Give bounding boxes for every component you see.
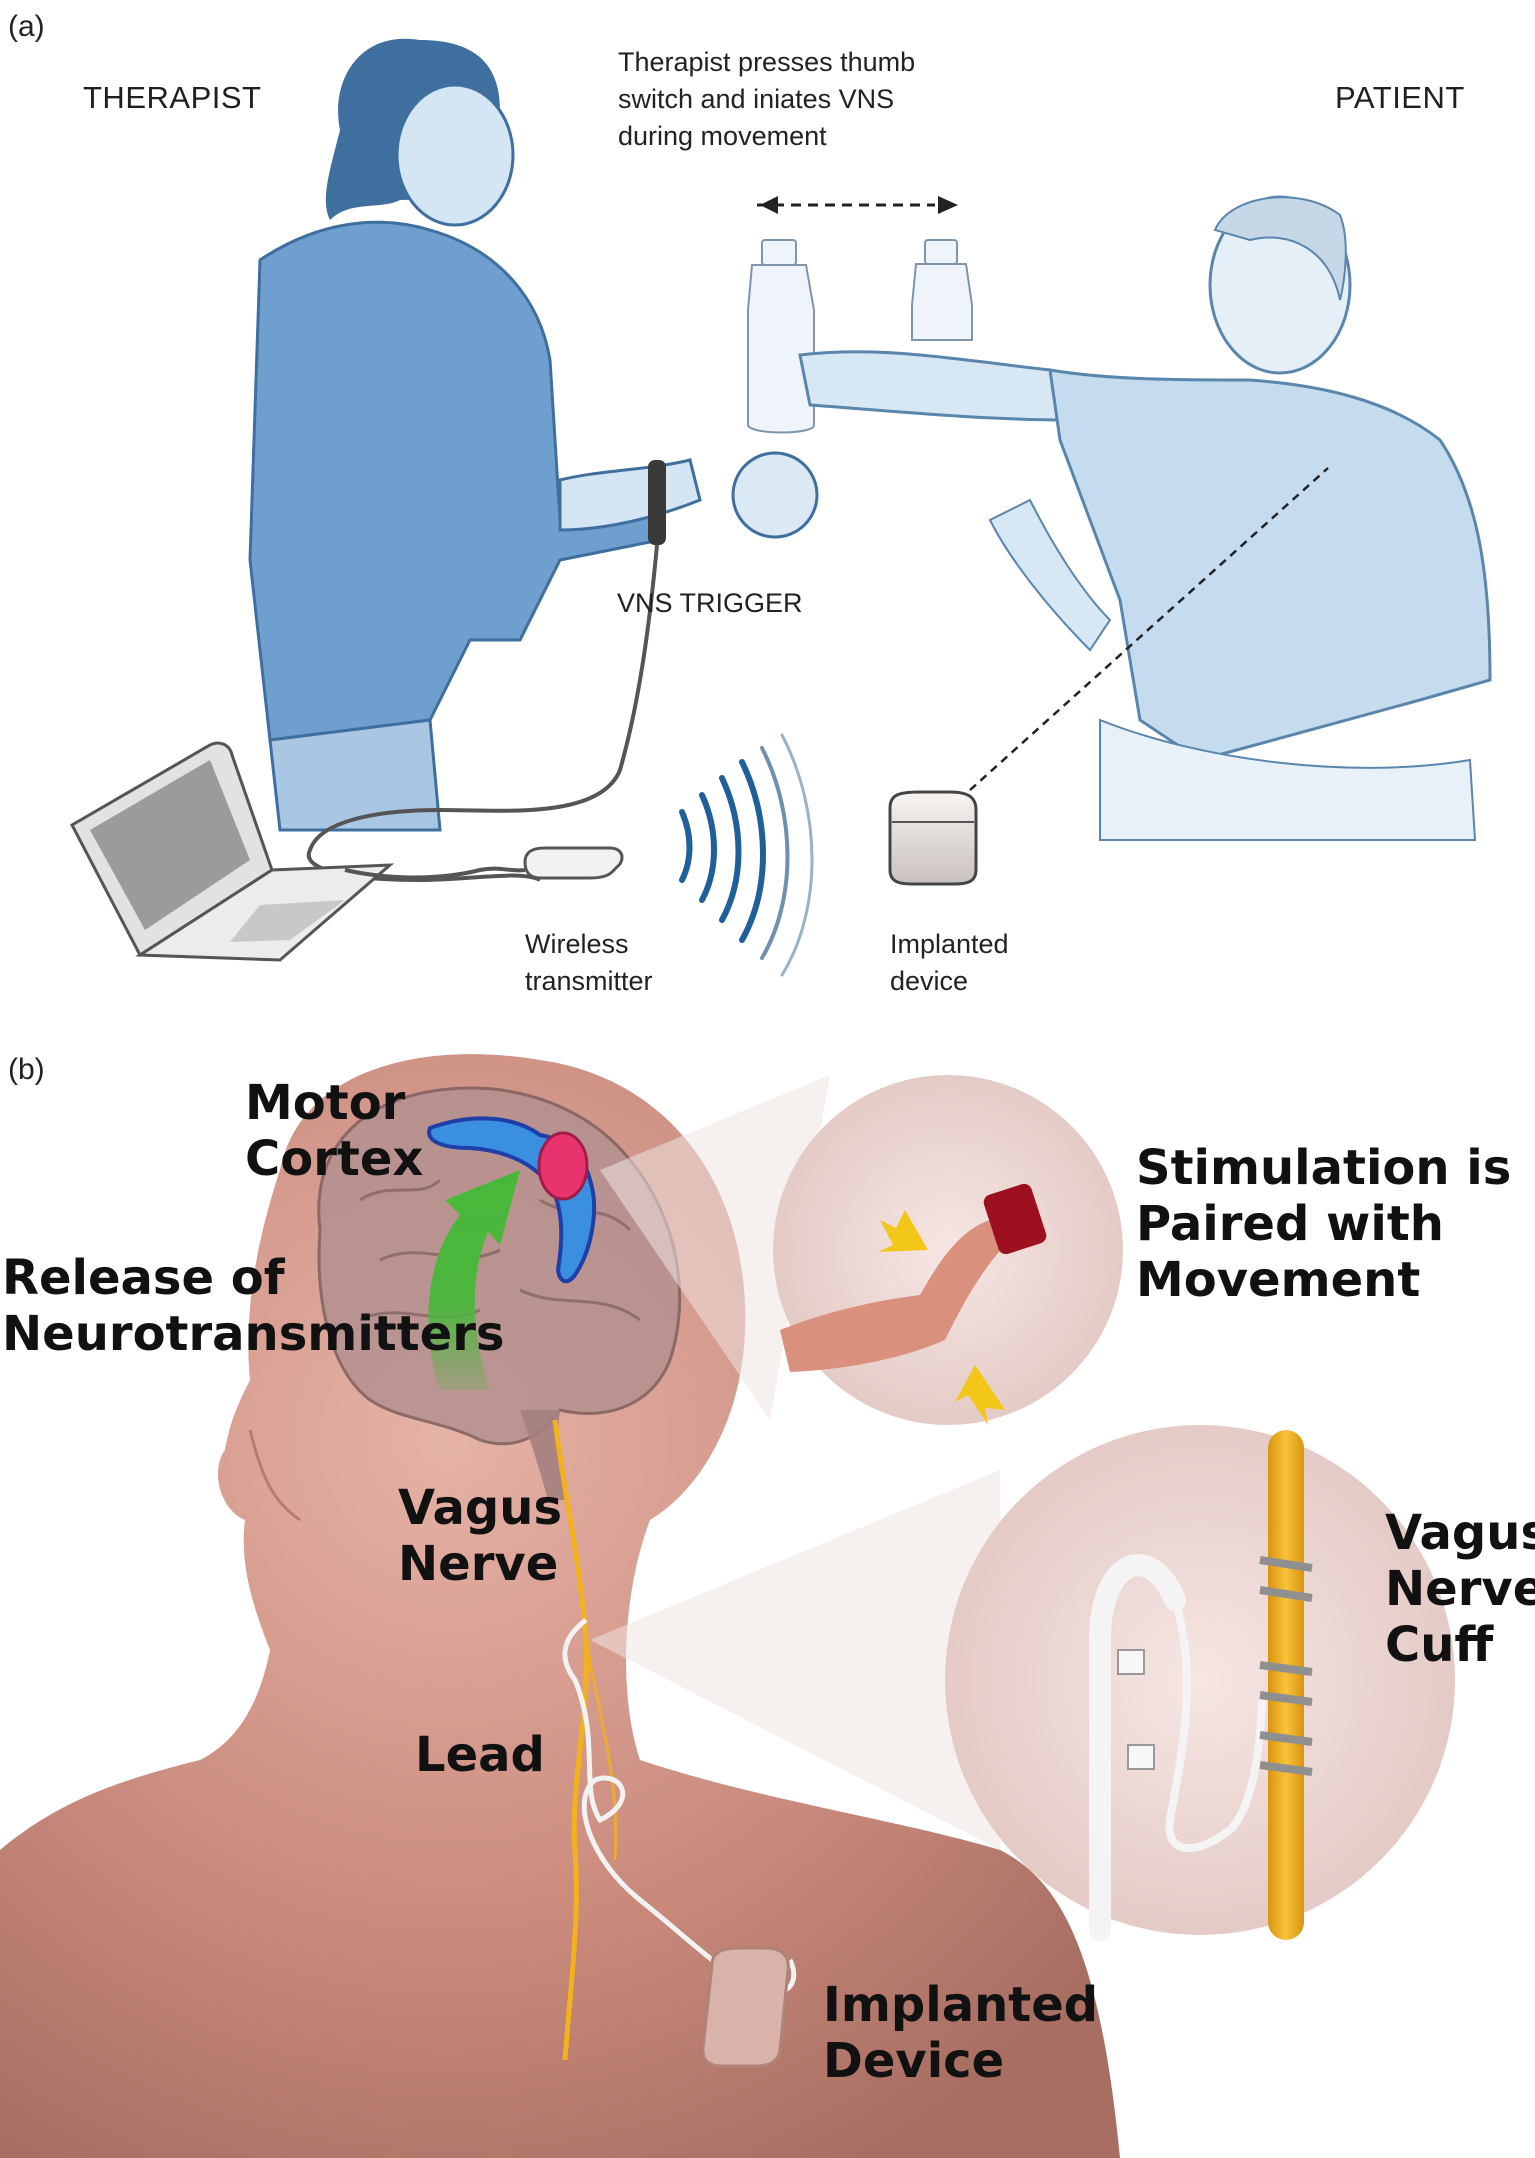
wireless-transmitter — [523, 846, 624, 880]
cuff-line: Nerve — [1385, 1561, 1535, 1617]
motor-cortex-line: Motor — [245, 1075, 406, 1131]
cuff-line: Vagus — [1385, 1505, 1535, 1561]
vns-trigger-label: VNS TRIGGER — [617, 588, 803, 618]
patient-figure — [798, 195, 1492, 841]
wireless-waves-icon — [679, 733, 814, 977]
patient-label: PATIENT — [1335, 80, 1465, 115]
zoom-cones — [590, 1075, 1000, 1850]
implanted-device-b-label: Implanted Device — [823, 1977, 1098, 2089]
stimulation-circle — [773, 1075, 1123, 1425]
stimulation-line: Paired with — [1136, 1196, 1444, 1252]
panel-b-letter: (b) — [8, 1053, 45, 1086]
vagus-nerve-line: Nerve — [398, 1536, 559, 1592]
stimulation-line: Stimulation is — [1136, 1140, 1512, 1196]
motor-cortex — [427, 1116, 597, 1284]
lead-label: Lead — [415, 1727, 545, 1783]
laptop — [70, 741, 526, 962]
stimulation-line: Movement — [1136, 1252, 1421, 1308]
release-line: Release of — [2, 1250, 285, 1306]
release-label: Release of Neurotransmitters — [2, 1250, 504, 1362]
panel-a — [70, 38, 1492, 977]
panel-a-letter: (a) — [8, 10, 45, 43]
implanted-device-a — [888, 467, 1329, 886]
implanted-device-a-label: Implanted device — [890, 926, 1009, 1000]
release-line: Neurotransmitters — [2, 1306, 505, 1362]
motor-cortex-label: Motor Cortex — [245, 1075, 423, 1187]
caption-line: switch and iniates VNS — [618, 84, 895, 114]
motor-cortex-line: Cortex — [245, 1131, 424, 1187]
bottles-movement — [747, 196, 973, 434]
cuff-circle — [945, 1425, 1455, 1941]
transmitter-line: transmitter — [525, 966, 653, 996]
vagus-nerve — [552, 1419, 618, 2061]
therapist-figure — [248, 38, 819, 883]
caption-line: during movement — [618, 121, 827, 151]
caption-line: Therapist presses thumb — [618, 47, 916, 77]
panel-b — [0, 1054, 1535, 2158]
device-a-line: device — [890, 966, 969, 996]
cuff-line: Cuff — [1385, 1617, 1494, 1673]
therapist-caption: Therapist presses thumb switch and iniat… — [618, 44, 915, 155]
wireless-transmitter-label: Wireless transmitter — [525, 926, 653, 1000]
device-a-line: Implanted — [890, 929, 1009, 959]
vagus-nerve-label: Vagus Nerve — [398, 1480, 562, 1592]
stimulation-label: Stimulation is Paired with Movement — [1136, 1140, 1511, 1308]
release-arrow — [428, 1170, 520, 1390]
cuff-label: Vagus Nerve Cuff — [1385, 1505, 1535, 1673]
device-b-line: Device — [823, 2033, 1005, 2089]
therapist-label: THERAPIST — [83, 80, 262, 115]
transmitter-line: Wireless — [525, 929, 629, 959]
device-b-line: Implanted — [823, 1977, 1099, 2033]
vagus-nerve-line: Vagus — [398, 1480, 563, 1536]
implanted-device-b — [701, 1946, 790, 2068]
